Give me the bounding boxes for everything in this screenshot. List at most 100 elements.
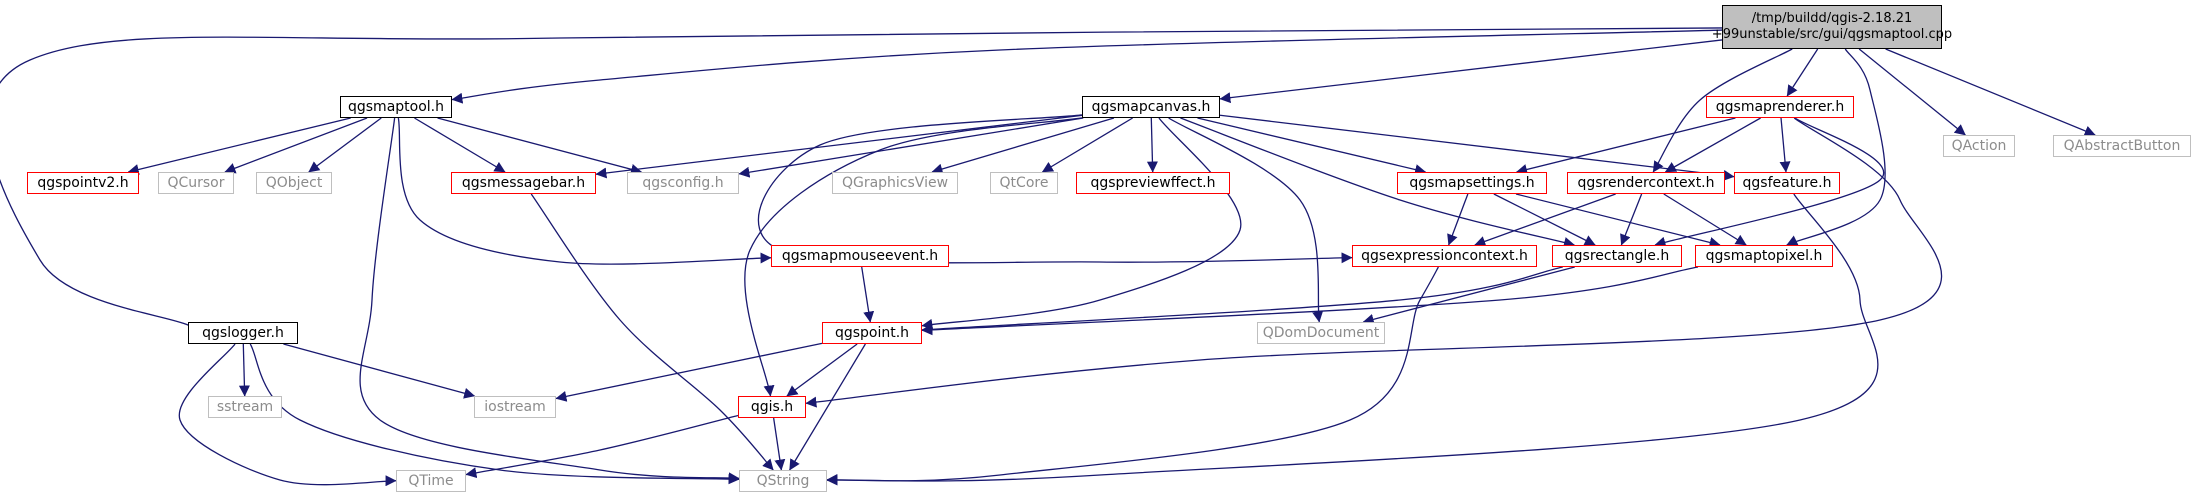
node-qgspreviewffect-h[interactable]: qgspreviewffect.h <box>1076 172 1230 194</box>
edge-root-to-QAbstractButton <box>1885 48 2096 137</box>
node-QString[interactable]: QString <box>739 470 827 492</box>
edge-qgsmapcanvas-h-to-QGraphicsView <box>931 117 1115 175</box>
edge-qgsmapsettings-h-to-qgsmaptopixel-h <box>1515 193 1721 248</box>
edge-qgis-h-to-QTime <box>465 414 739 479</box>
edge-qgis-h-to-QString <box>772 417 786 471</box>
edge-qgsmapcanvas-h-to-qgsconfig-h <box>738 117 1084 178</box>
node-label: qgsmapsettings.h <box>1409 175 1535 191</box>
edge-root-to-qgsmaptopixel-h <box>1786 48 1886 246</box>
edge-root-to-qgsmaptool-h <box>451 29 1723 104</box>
node-root[interactable]: /tmp/buildd/qgis-2.18.21+99unstable/src/… <box>1712 5 1952 49</box>
edge-qgsmapmouseevent-h-to-qgspoint-h <box>861 266 875 323</box>
node-label: QAbstractButton <box>2063 138 2181 154</box>
edge-qgsmapcanvas-h-to-QtCore <box>1041 117 1133 173</box>
node-qgsmapmouseevent-h[interactable]: qgsmapmouseevent.h <box>771 245 949 267</box>
node-label: qgis.h <box>750 399 794 415</box>
node-label: iostream <box>484 399 546 415</box>
edge-root-to-qgsmaprenderer-h <box>1786 48 1819 97</box>
edge-qgsmapcanvas-h-to-qgsmessagebar-h <box>595 114 1083 179</box>
edge-qgsmaptool-h-to-qgsconfig-h <box>437 117 642 175</box>
edge-qgsrendercontext-h-to-qgsexpressioncontext-h <box>1474 193 1616 247</box>
edge-qgsmapcanvas-h-to-qgspoint-h <box>921 117 1242 330</box>
node-qgsfeature-h[interactable]: qgsfeature.h <box>1734 172 1840 194</box>
node-label: QGraphicsView <box>841 175 949 191</box>
node-QTime[interactable]: QTime <box>396 470 466 492</box>
edge-qgsmapcanvas-h-to-qgspreviewffect-h <box>1146 117 1158 173</box>
edge-qgspoint-h-to-QString <box>789 343 866 471</box>
edge-qgsfeature-h-to-QString <box>826 193 1879 486</box>
edge-root-to-QAction <box>1858 48 1966 136</box>
node-label: QtCore <box>999 175 1049 191</box>
node-label: qgsmaptool.h <box>347 99 444 115</box>
node-QAbstractButton[interactable]: QAbstractButton <box>2053 135 2191 157</box>
node-qgis-h[interactable]: qgis.h <box>738 396 806 418</box>
node-qgsmaprenderer-h[interactable]: qgsmaprenderer.h <box>1706 96 1854 118</box>
node-label: qgsmaprenderer.h <box>1715 99 1845 115</box>
edge-qgsmaptool-h-to-qgsmessagebar-h <box>414 117 506 173</box>
node-qgspointv2-h[interactable]: qgspointv2.h <box>27 172 139 194</box>
node-qgslogger-h[interactable]: qgslogger.h <box>188 322 298 344</box>
node-label: qgsconfig.h <box>642 175 724 191</box>
node-qgsrendercontext-h[interactable]: qgsrendercontext.h <box>1567 172 1725 194</box>
node-QDomDocument[interactable]: QDomDocument <box>1257 322 1385 344</box>
node-label: QObject <box>265 175 323 191</box>
edge-qgsmaptool-h-to-QCursor <box>224 117 368 174</box>
node-label: QAction <box>1951 138 2007 154</box>
edge-root-to-qgsrendercontext-h <box>1652 48 1793 173</box>
edge-qgsmapcanvas-h-to-qgis-h <box>744 117 1083 397</box>
node-qgsmapsettings-h[interactable]: qgsmapsettings.h <box>1397 172 1547 194</box>
edge-qgslogger-h-to-QTime <box>178 343 397 487</box>
node-label: qgslogger.h <box>202 325 284 341</box>
node-QCursor[interactable]: QCursor <box>158 172 234 194</box>
edge-qgsmaptool-h-to-qgspointv2-h <box>127 117 351 175</box>
node-label: qgsmaptopixel.h <box>1705 248 1823 264</box>
node-label: qgsrectangle.h <box>1564 248 1670 264</box>
edge-qgsmaprenderer-h-to-qgsmapsettings-h <box>1516 117 1736 175</box>
edge-qgspoint-h-to-iostream <box>555 342 823 402</box>
edge-qgsmapcanvas-h-to-qgsfeature-h <box>1219 114 1735 181</box>
node-QObject[interactable]: QObject <box>256 172 332 194</box>
edge-root-to-qgslogger-h <box>0 27 1723 335</box>
edge-qgsrendercontext-h-to-qgsmaptopixel-h <box>1663 193 1747 246</box>
node-QAction[interactable]: QAction <box>1943 135 2015 157</box>
node-label: sstream <box>216 399 274 415</box>
edge-qgsrendercontext-h-to-qgsrectangle-h <box>1620 193 1643 246</box>
edge-qgsmaprenderer-h-to-qgsrectangle-h <box>1654 117 1885 248</box>
node-sstream[interactable]: sstream <box>208 396 282 418</box>
edges-layer <box>0 27 2096 487</box>
node-iostream[interactable]: iostream <box>474 396 556 418</box>
edge-qgsmaprenderer-h-to-qgsfeature-h <box>1779 117 1791 173</box>
node-label: qgspointv2.h <box>37 175 129 191</box>
node-qgsmaptool-h[interactable]: qgsmaptool.h <box>340 96 452 118</box>
node-qgsexpressioncontext-h[interactable]: qgsexpressioncontext.h <box>1352 245 1537 267</box>
edge-qgsmessagebar-h-to-QString <box>530 193 774 471</box>
edge-qgsmapsettings-h-to-qgsexpressioncontext-h <box>1447 193 1469 246</box>
node-label: QCursor <box>167 175 225 191</box>
node-qgsmessagebar-h[interactable]: qgsmessagebar.h <box>451 172 596 194</box>
edge-qgslogger-h-to-sstream <box>238 343 250 397</box>
node-label: +99unstable/src/gui/qgsmaptool.cpp <box>1711 27 1953 42</box>
node-label: qgspreviewffect.h <box>1090 175 1216 191</box>
node-QGraphicsView[interactable]: QGraphicsView <box>832 172 958 194</box>
node-label: qgsmessagebar.h <box>461 175 586 191</box>
node-qgsmaptopixel-h[interactable]: qgsmaptopixel.h <box>1695 245 1833 267</box>
node-label: qgsfeature.h <box>1742 175 1832 191</box>
node-qgsconfig-h[interactable]: qgsconfig.h <box>627 172 739 194</box>
node-qgsmapcanvas-h[interactable]: qgsmapcanvas.h <box>1082 96 1220 118</box>
node-label: qgspoint.h <box>834 325 910 341</box>
edge-qgsmapcanvas-h-to-QDomDocument <box>1168 117 1324 323</box>
edge-qgsexpressioncontext-h-to-QString <box>826 266 1439 485</box>
node-label: QTime <box>408 473 454 489</box>
node-label: /tmp/buildd/qgis-2.18.21 <box>1751 11 1913 26</box>
edge-qgsmaprenderer-h-to-qgis-h <box>805 117 1943 408</box>
edge-qgsmaptool-h-to-qgsmapmouseevent-h <box>397 117 772 265</box>
edge-qgslogger-h-to-QString <box>249 343 740 485</box>
node-QtCore[interactable]: QtCore <box>990 172 1058 194</box>
node-label: qgsexpressioncontext.h <box>1361 248 1528 264</box>
edge-qgsmaptopixel-h-to-qgspoint-h <box>921 266 1699 336</box>
edge-qgsrectangle-h-to-qgspoint-h <box>921 266 1563 335</box>
node-qgspoint-h[interactable]: qgspoint.h <box>822 322 922 344</box>
node-qgsrectangle-h[interactable]: qgsrectangle.h <box>1552 245 1682 267</box>
edge-root-to-qgsmapcanvas-h <box>1219 39 1723 104</box>
